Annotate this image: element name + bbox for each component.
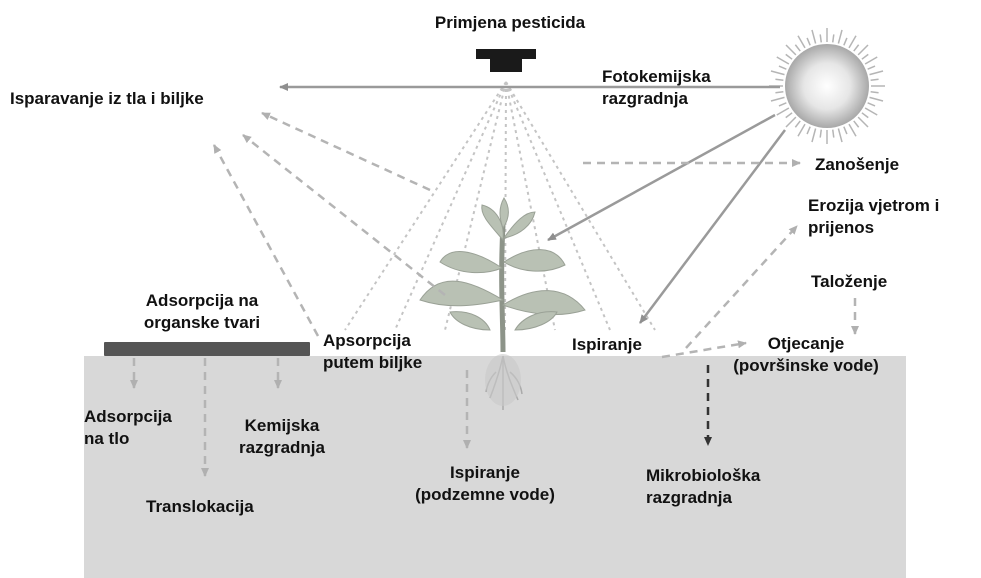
label-application: Primjena pesticida <box>434 13 586 32</box>
sun-ray <box>770 70 785 76</box>
label-soil-adsorption: Adsorpcija na tlo <box>84 407 172 448</box>
sun-ray <box>837 29 843 44</box>
sun-ray <box>867 102 876 107</box>
sun-ray <box>776 107 790 116</box>
sun-ray <box>785 112 793 119</box>
sun-ray <box>794 120 801 128</box>
runoff-arrow <box>661 340 747 359</box>
sun-ray <box>843 126 848 135</box>
photodegradation-arrow <box>547 113 776 242</box>
sun-ray <box>861 53 869 60</box>
sun-ray <box>775 90 784 94</box>
sun-ray <box>869 70 884 76</box>
sun-ray <box>806 37 811 46</box>
sun-ray <box>806 126 811 135</box>
label-drift: Zanošenje <box>815 155 900 174</box>
sun-ray <box>843 37 848 46</box>
sun-ray <box>861 112 869 119</box>
sun-ray <box>853 120 860 128</box>
sun-ray <box>864 107 878 116</box>
roots-icon <box>485 354 523 410</box>
sun-ray <box>869 96 884 102</box>
sun-ray <box>848 123 857 137</box>
label-washoff: Ispiranje <box>572 335 642 354</box>
sun-ray <box>785 116 797 128</box>
sun-ray <box>831 129 835 138</box>
sun-ray <box>848 35 857 49</box>
label-runoff: Otjecanje (površinske vode) <box>733 334 879 375</box>
volatilization-dashed-1 <box>261 111 431 192</box>
label-photodegradation: Fotokemijska razgradnja <box>602 67 711 108</box>
sun-ray <box>797 35 806 49</box>
sun-icon <box>769 28 885 144</box>
sun-ray <box>776 56 790 65</box>
washoff-arrow <box>639 129 786 324</box>
sun-ray <box>857 116 869 128</box>
sun-ray <box>831 34 835 43</box>
sun-ray <box>864 56 878 65</box>
label-plant-absorption: Apsorpcija putem biljke <box>323 331 423 372</box>
label-translocation: Translokacija <box>146 497 254 516</box>
plant-icon <box>419 197 586 353</box>
sun-ray <box>819 129 823 138</box>
sun-ray <box>785 44 797 56</box>
label-organic-adsorption: Adsorpcija na organske tvari <box>143 291 261 332</box>
sun-ray <box>819 34 823 43</box>
sun-ray <box>785 53 793 60</box>
sun-ray <box>811 29 817 44</box>
sun-ray <box>870 78 879 82</box>
sun-ray <box>778 65 787 70</box>
sun-ray <box>794 44 801 52</box>
sun-ray <box>770 96 785 102</box>
organic-matter-bar <box>104 342 310 356</box>
label-microbial-degradation: Mikrobiološka razgradnja <box>646 466 761 507</box>
sun-ray <box>870 90 879 94</box>
sun-ray <box>778 102 787 107</box>
sun-ray <box>775 78 784 82</box>
spray-cone <box>344 81 656 331</box>
solid-arrows <box>279 83 786 324</box>
label-chemical-degradation: Kemijska razgradnja <box>239 416 325 457</box>
sun-ray <box>853 44 860 52</box>
label-wind-erosion: Erozija vjetrom i prijenos <box>808 196 940 237</box>
sun-ray <box>797 123 806 137</box>
sun-ray <box>837 128 843 143</box>
volatilization-dashed-2 <box>242 134 446 296</box>
wind-erosion-arrow <box>685 225 798 349</box>
label-leaching: Ispiranje (podzemne vode) <box>415 463 555 504</box>
label-deposition: Taloženje <box>811 272 888 291</box>
dashed-arrows <box>130 111 859 477</box>
sun-ray <box>867 65 876 70</box>
sprayer-icon <box>476 49 536 72</box>
sun-ray <box>811 128 817 143</box>
label-volatilization: Isparavanje iz tla i biljke <box>10 89 204 108</box>
sun-ray <box>857 44 869 56</box>
